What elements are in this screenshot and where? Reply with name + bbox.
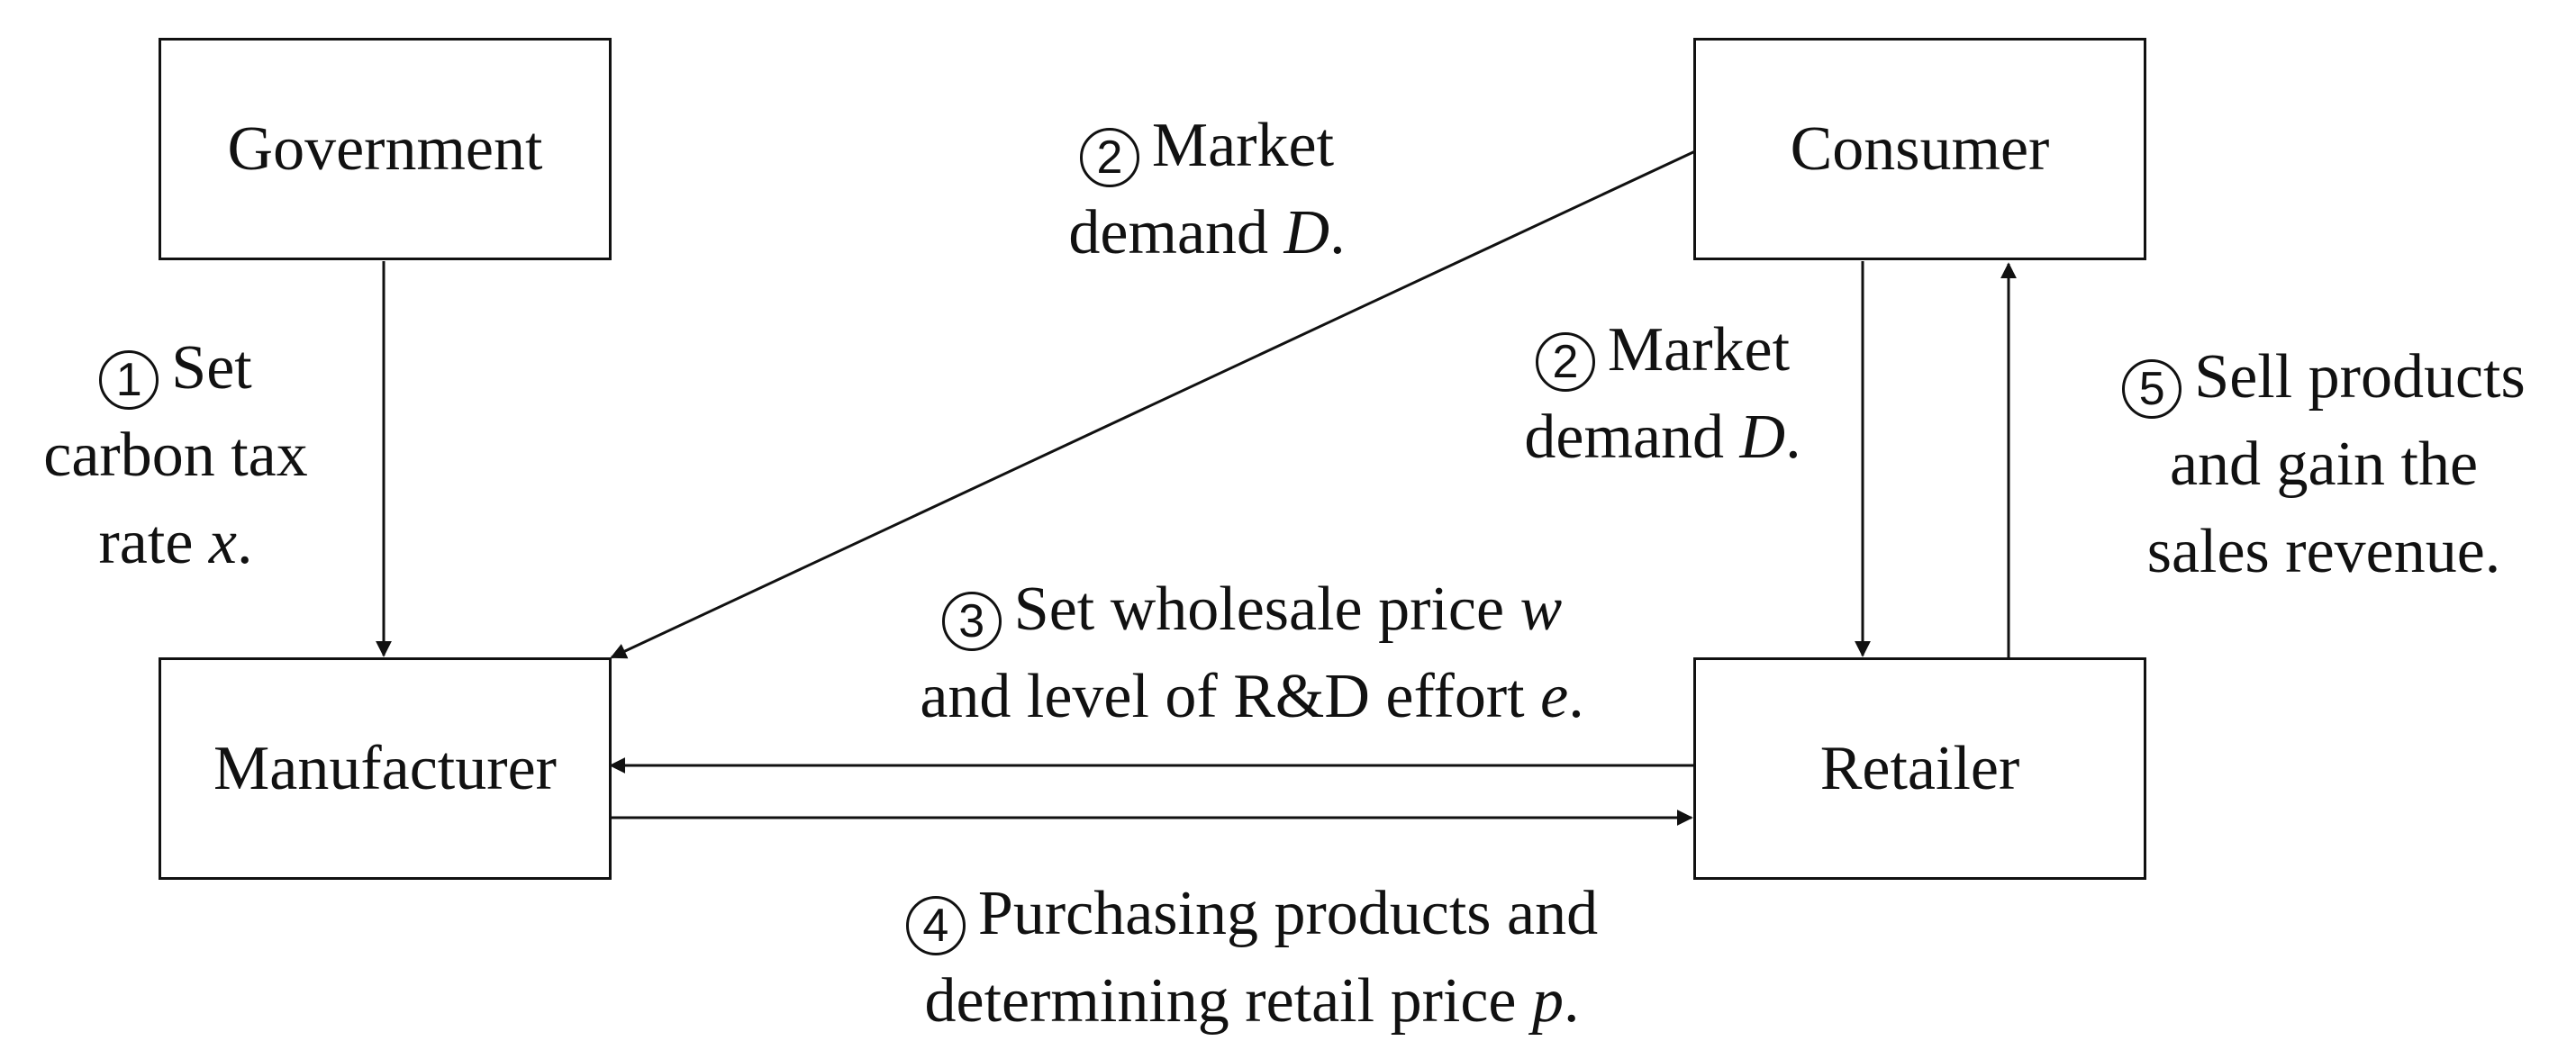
- step5-number: 5: [2122, 359, 2182, 419]
- manufacturer-label: Manufacturer: [213, 733, 557, 803]
- step3-number: 3: [941, 592, 1002, 651]
- government-label: Government: [227, 113, 543, 184]
- manufacturer-node: Manufacturer: [159, 657, 612, 880]
- step5-line3: sales revenue.: [2146, 517, 2501, 586]
- consumer-label: Consumer: [1790, 113, 2050, 184]
- step2-retailer-number: 2: [1535, 332, 1595, 392]
- retailer-node: Retailer: [1693, 657, 2146, 880]
- step4-number: 4: [905, 896, 966, 955]
- retailer-label: Retailer: [1819, 733, 2020, 803]
- step1-line3: rate x.: [98, 508, 253, 577]
- step5-line2: and gain the: [2169, 430, 2479, 499]
- arrow-consumer-to-manufacturer: [610, 149, 1696, 659]
- consumer-node: Consumer: [1693, 38, 2146, 260]
- step2-manufacturer-number: 2: [1079, 128, 1139, 187]
- step4-line2: determining retail price p.: [924, 966, 1580, 1036]
- step2-manufacturer-line2: demand D.: [1068, 198, 1346, 267]
- step2-retailer-line2: demand D.: [1524, 403, 1801, 472]
- step1-number: 1: [99, 350, 159, 410]
- government-node: Government: [159, 38, 612, 260]
- step3-line2: and level of R&D effort e.: [920, 662, 1584, 731]
- step1-line2: carbon tax: [43, 421, 308, 490]
